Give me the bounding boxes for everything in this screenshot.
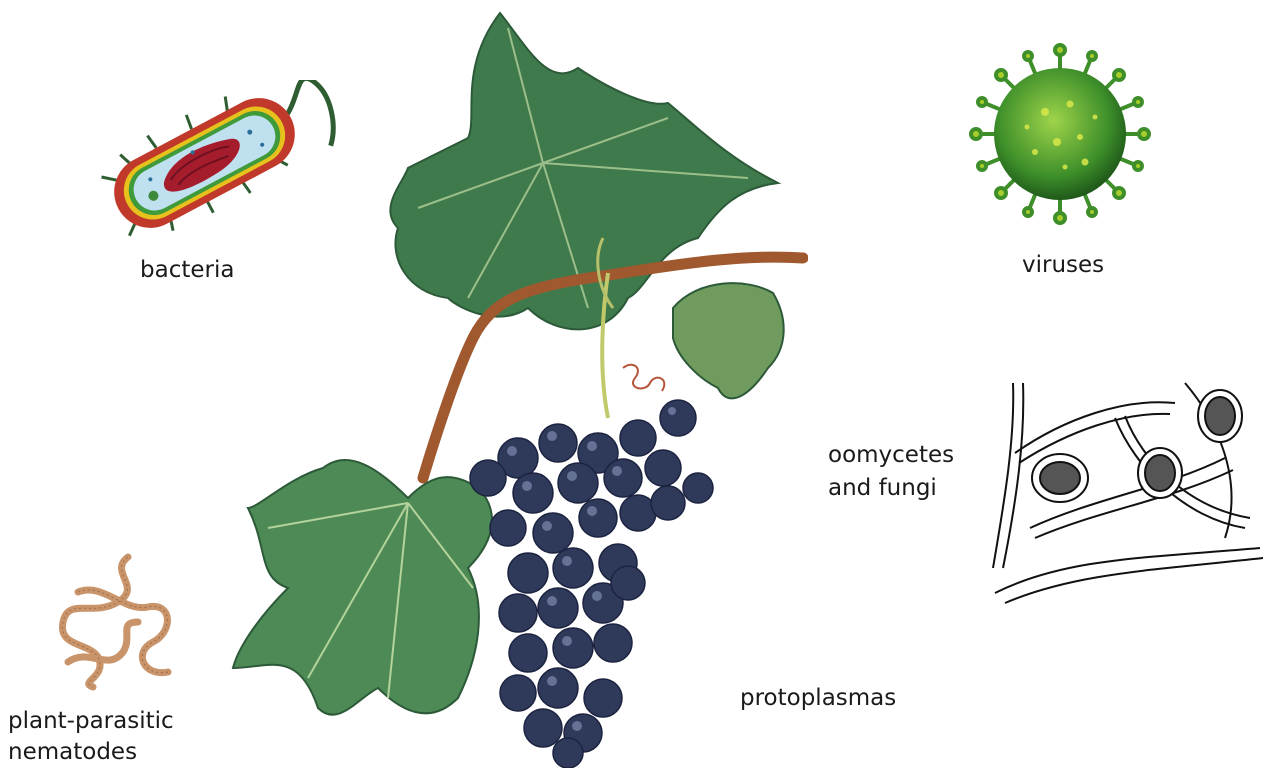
virus-illustration: [965, 42, 1155, 227]
nematodes-label-line1: plant-parasitic: [8, 706, 174, 737]
bacteria-label: bacteria: [140, 255, 234, 286]
grapevine-illustration: [228, 8, 808, 768]
fungal-hyphae-illustration: [985, 378, 1267, 606]
viruses-label: viruses: [1022, 250, 1104, 281]
nematodes-illustration: [48, 552, 183, 692]
small-vine-leaf: [673, 283, 784, 398]
oomycetes-label-line1: oomycetes: [828, 440, 954, 471]
oomycetes-label-line2: and fungi: [828, 473, 937, 504]
nematodes-label-line2: nematodes: [8, 737, 137, 768]
protoplasmas-label: protoplasmas: [740, 683, 896, 714]
lower-vine-leaf: [233, 460, 492, 715]
grape-cluster: [470, 400, 713, 768]
